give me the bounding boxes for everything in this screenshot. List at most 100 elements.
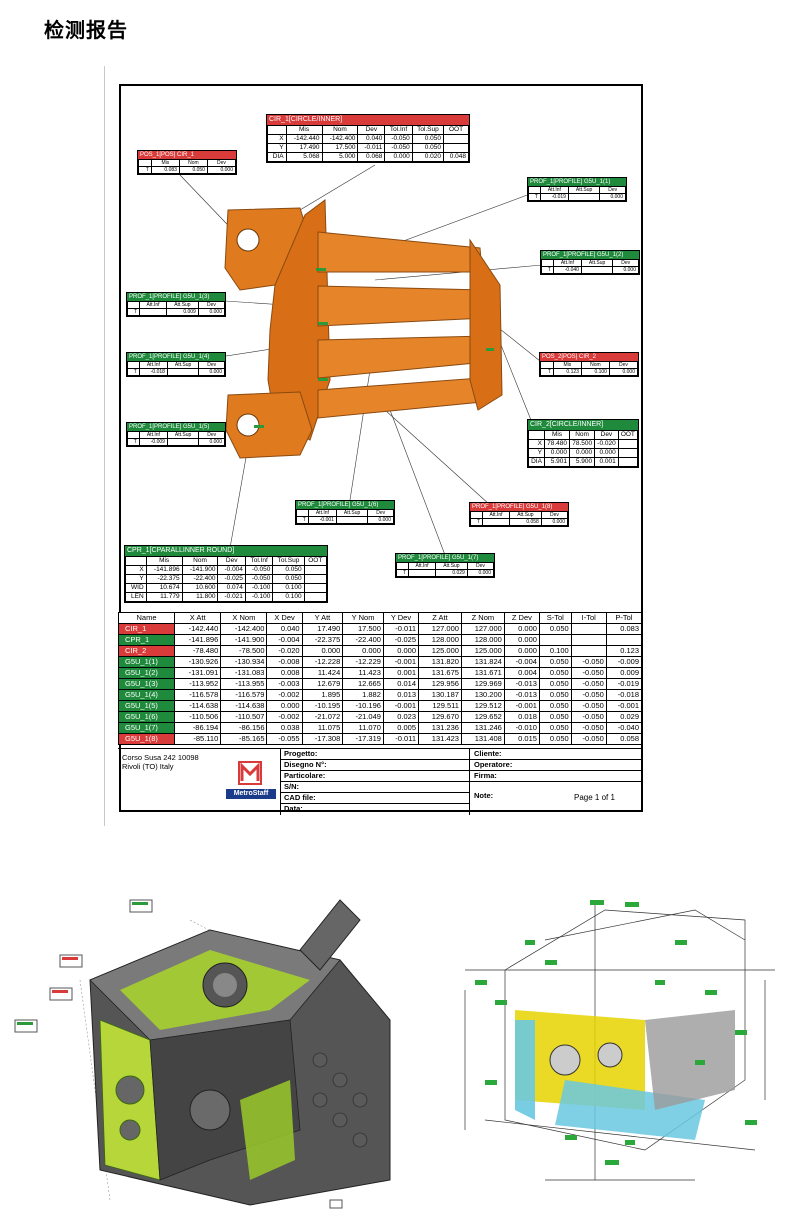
cell-value: 0.050: [411, 143, 445, 153]
row-label: DIA: [528, 457, 545, 467]
cell-value: 0.004: [503, 667, 540, 679]
cell-value: [570, 634, 607, 646]
cell-value: 11.075: [301, 722, 344, 734]
cell-value: [538, 634, 572, 646]
cell-value: 0.123: [552, 368, 582, 376]
table-row: G5U_1(8)-85.110-85.165-0.055-17.308-17.3…: [117, 733, 643, 745]
cell-value: 0.000: [503, 623, 540, 635]
column-header: Z Dev: [503, 612, 540, 624]
column-header: Att.Inf: [482, 511, 510, 519]
cell-value: -0.011: [382, 733, 420, 745]
measure-arrows: [254, 268, 494, 428]
cell-value: 0.100: [580, 368, 610, 376]
cell-value: [580, 266, 614, 274]
cell-value: -116.578: [174, 689, 222, 701]
column-header: Y Dev: [382, 612, 420, 624]
row-label: X: [528, 439, 545, 449]
column-header: [469, 511, 484, 519]
column-header: Mis: [285, 125, 323, 135]
cell-value: 10.600: [181, 583, 219, 593]
feature-name: CPR_1: [117, 634, 176, 646]
cell-value: -0.018: [605, 689, 643, 701]
cell-value: 11.800: [181, 592, 219, 602]
cell-value: [617, 439, 639, 449]
column-header: [125, 556, 147, 566]
logo-word: MetroStaff: [226, 789, 276, 799]
column-header: Y Nom: [342, 612, 384, 624]
cell-value: -0.018: [138, 368, 168, 376]
cell-value: 131.824: [460, 656, 505, 668]
cell-value: -0.050: [570, 689, 607, 701]
cell-value: -12.229: [342, 656, 384, 668]
row-label: X: [125, 565, 147, 575]
cell-value: -113.955: [220, 678, 268, 690]
cell-value: -141.896: [174, 634, 222, 646]
cell-value: -0.010: [503, 722, 540, 734]
column-header: [296, 509, 309, 517]
row-label: X: [267, 134, 287, 144]
cell-value: -0.050: [570, 667, 607, 679]
cell-value: -0.002: [266, 689, 303, 701]
column-header: Att.Sup: [165, 301, 199, 309]
engine-block-deviation-map-icon: [14, 899, 391, 1209]
column-header: OOT: [617, 430, 639, 440]
cell-value: 0.000: [367, 516, 394, 524]
column-header: Mis: [145, 556, 183, 566]
cell-value: 78.480: [543, 439, 571, 449]
cell-value: -142.440: [285, 134, 323, 144]
page-heading: 检测报告: [44, 18, 128, 42]
feature-name: G5U_1(8): [117, 733, 176, 745]
company-address: Corso Susa 242 10098 Rivoli (TO) Italy: [122, 753, 199, 771]
cell-value: -22.400: [181, 574, 219, 584]
column-header: Dev: [608, 361, 639, 369]
cell-value: [303, 574, 328, 584]
cell-value: 0.009: [605, 667, 643, 679]
cell-value: -0.050: [570, 733, 607, 745]
cell-value: 129.956: [418, 678, 462, 690]
row-label: T: [540, 368, 554, 376]
field-label: CAD file:: [281, 793, 469, 804]
cell-value: 0.001: [382, 667, 420, 679]
cell-value: -0.040: [552, 266, 582, 274]
cell-value: 131.408: [460, 733, 505, 745]
field-label: Data:: [284, 804, 303, 813]
field-label: S/N:: [281, 782, 469, 793]
cell-value: 0.050: [538, 656, 572, 668]
column-header: Nom: [178, 159, 208, 167]
address-line-1: Corso Susa 242 10098: [122, 753, 199, 762]
column-header: Dev: [594, 430, 619, 440]
cell-value: -142.400: [321, 134, 359, 144]
cell-value: 0.015: [503, 733, 540, 745]
report-footer: Corso Susa 242 10098 Rivoli (TO) Italy M…: [118, 748, 642, 815]
row-label: T: [541, 266, 554, 274]
cell-value: 17.490: [301, 623, 344, 635]
cell-value: 129.670: [418, 711, 462, 723]
cell-value: 0.000: [198, 438, 225, 446]
cell-value: 0.029: [434, 569, 468, 577]
callout-title: PROF_1[PROFILE] G5U_1(7): [396, 554, 494, 562]
cell-value: 0.000: [266, 700, 303, 712]
metrostaff-logo: MetroStaff: [226, 761, 276, 801]
column-header: Dev: [357, 125, 386, 135]
feature-name: G5U_1(3): [117, 678, 176, 690]
cell-value: -0.009: [605, 656, 643, 668]
cell-value: 11.779: [145, 592, 183, 602]
row-label: T: [127, 438, 140, 446]
column-header: Z Att: [418, 612, 462, 624]
column-header: Mis: [543, 430, 571, 440]
feature-name: G5U_1(6): [117, 711, 176, 723]
cell-value: 11.070: [342, 722, 384, 734]
row-label: Y: [267, 143, 287, 153]
